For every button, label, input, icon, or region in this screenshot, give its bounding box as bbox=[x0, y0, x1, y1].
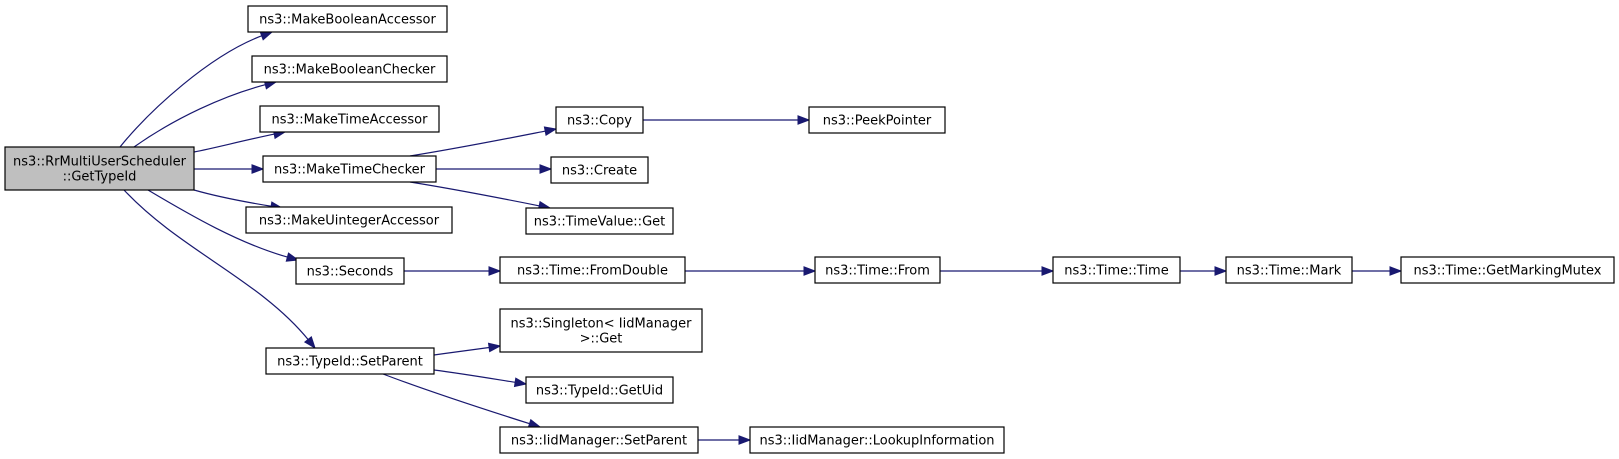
node-box bbox=[265, 347, 435, 375]
node-label: ns3::Singleton< IidManager bbox=[510, 317, 692, 332]
node-label: >::Get bbox=[580, 332, 623, 347]
arrowhead bbox=[543, 126, 558, 137]
arrowhead bbox=[303, 335, 316, 350]
node-make-time-accessor[interactable]: ns3::MakeTimeAccessor bbox=[259, 105, 440, 133]
node-label: ns3::IidManager::LookupInformation bbox=[759, 434, 994, 449]
node-singleton-get[interactable]: ns3::Singleton< IidManager>::Get bbox=[499, 308, 703, 353]
node-label: ns3::Time::Mark bbox=[1237, 264, 1342, 279]
edge-root-to-make-time-accessor bbox=[193, 133, 276, 153]
node-box bbox=[499, 426, 699, 454]
arrowhead bbox=[1389, 266, 1403, 276]
node-copy[interactable]: ns3::Copy bbox=[555, 106, 644, 134]
node-box bbox=[245, 206, 453, 234]
node-time-getmarkingmutex[interactable]: ns3::Time::GetMarkingMutex bbox=[1400, 256, 1615, 284]
edge-typeid-setparent-to-typeid-getuid bbox=[433, 369, 517, 384]
node-make-boolean-accessor[interactable]: ns3::MakeBooleanAccessor bbox=[247, 5, 448, 33]
call-edges bbox=[119, 31, 1403, 445]
node-label: ::GetTypeId bbox=[63, 170, 137, 185]
node-label: ns3::IidManager::SetParent bbox=[511, 434, 687, 449]
node-box bbox=[749, 426, 1005, 454]
node-label: ns3::MakeTimeAccessor bbox=[272, 113, 429, 128]
node-label: ns3::Copy bbox=[567, 114, 632, 129]
arrowhead bbox=[803, 266, 817, 276]
arrowhead bbox=[513, 377, 528, 388]
node-time-time[interactable]: ns3::Time::Time bbox=[1052, 256, 1181, 284]
node-box bbox=[525, 207, 674, 235]
node-box bbox=[295, 257, 405, 285]
edge-typeid-setparent-to-iidmanager-setparent bbox=[382, 373, 531, 425]
arrowhead bbox=[539, 164, 553, 174]
call-nodes: ns3::RrMultiUserScheduler::GetTypeIdns3:… bbox=[4, 5, 1615, 454]
arrowhead bbox=[487, 342, 502, 353]
edge-root-to-make-boolean-accessor bbox=[119, 34, 263, 148]
edge-root-to-make-boolean-checker bbox=[133, 83, 267, 148]
node-label: ns3::RrMultiUserScheduler bbox=[13, 155, 187, 170]
node-label: ns3::Time::GetMarkingMutex bbox=[1414, 264, 1602, 279]
arrowhead bbox=[285, 252, 300, 262]
node-box bbox=[555, 106, 644, 134]
node-time-mark[interactable]: ns3::Time::Mark bbox=[1225, 256, 1353, 284]
node-make-time-checker[interactable]: ns3::MakeTimeChecker bbox=[262, 155, 437, 183]
node-box bbox=[808, 106, 946, 134]
node-iidmanager-lookupinformation[interactable]: ns3::IidManager::LookupInformation bbox=[749, 426, 1005, 454]
edge-typeid-setparent-to-singleton-get bbox=[433, 346, 491, 356]
node-label: ns3::PeekPointer bbox=[823, 114, 932, 129]
node-box bbox=[814, 256, 941, 284]
arrowhead bbox=[1041, 266, 1055, 276]
node-time-from[interactable]: ns3::Time::From bbox=[814, 256, 941, 284]
edge-make-time-checker-to-timevalue-get bbox=[409, 181, 541, 207]
arrowhead bbox=[259, 31, 274, 41]
node-timevalue-get[interactable]: ns3::TimeValue::Get bbox=[525, 207, 674, 235]
node-label: ns3::MakeBooleanChecker bbox=[264, 63, 436, 78]
node-label: ns3::Time::From bbox=[825, 264, 930, 279]
node-label: ns3::Seconds bbox=[307, 265, 394, 280]
node-label: ns3::Create bbox=[562, 164, 637, 179]
node-root[interactable]: ns3::RrMultiUserScheduler::GetTypeId bbox=[4, 146, 195, 191]
node-make-boolean-checker[interactable]: ns3::MakeBooleanChecker bbox=[251, 55, 448, 83]
node-box bbox=[550, 156, 649, 184]
node-box bbox=[247, 5, 448, 33]
node-typeid-setparent[interactable]: ns3::TypeId::SetParent bbox=[265, 347, 435, 375]
arrowhead bbox=[488, 266, 502, 276]
node-box bbox=[499, 308, 703, 353]
node-time-fromdouble[interactable]: ns3::Time::FromDouble bbox=[499, 256, 686, 284]
edge-root-to-seconds bbox=[147, 189, 289, 258]
node-label: ns3::TimeValue::Get bbox=[534, 215, 666, 230]
node-box bbox=[262, 155, 437, 183]
node-label: ns3::TypeId::GetUid bbox=[536, 384, 663, 399]
node-box bbox=[1225, 256, 1353, 284]
node-box bbox=[259, 105, 440, 133]
node-label: ns3::MakeBooleanAccessor bbox=[259, 13, 436, 28]
node-label: ns3::Time::Time bbox=[1064, 264, 1168, 279]
node-typeid-getuid[interactable]: ns3::TypeId::GetUid bbox=[525, 376, 674, 404]
edge-root-to-make-uinteger-accessor bbox=[193, 189, 273, 207]
arrowhead bbox=[738, 435, 752, 445]
node-box bbox=[251, 55, 448, 83]
node-create[interactable]: ns3::Create bbox=[550, 156, 649, 184]
node-box bbox=[525, 376, 674, 404]
node-label: ns3::Time::FromDouble bbox=[517, 264, 668, 279]
node-peek-pointer[interactable]: ns3::PeekPointer bbox=[808, 106, 946, 134]
node-box bbox=[1400, 256, 1615, 284]
node-label: ns3::MakeTimeChecker bbox=[274, 163, 426, 178]
arrowhead bbox=[251, 164, 265, 174]
edge-make-time-checker-to-copy bbox=[409, 130, 547, 157]
arrowhead bbox=[797, 115, 811, 125]
node-box bbox=[4, 146, 195, 191]
node-box bbox=[1052, 256, 1181, 284]
node-label: ns3::TypeId::SetParent bbox=[277, 355, 423, 370]
node-label: ns3::MakeUintegerAccessor bbox=[259, 214, 440, 229]
node-iidmanager-setparent[interactable]: ns3::IidManager::SetParent bbox=[499, 426, 699, 454]
arrowhead bbox=[1214, 266, 1228, 276]
edge-root-to-typeid-setparent bbox=[123, 189, 310, 341]
node-box bbox=[499, 256, 686, 284]
node-seconds[interactable]: ns3::Seconds bbox=[295, 257, 405, 285]
node-make-uinteger-accessor[interactable]: ns3::MakeUintegerAccessor bbox=[245, 206, 453, 234]
